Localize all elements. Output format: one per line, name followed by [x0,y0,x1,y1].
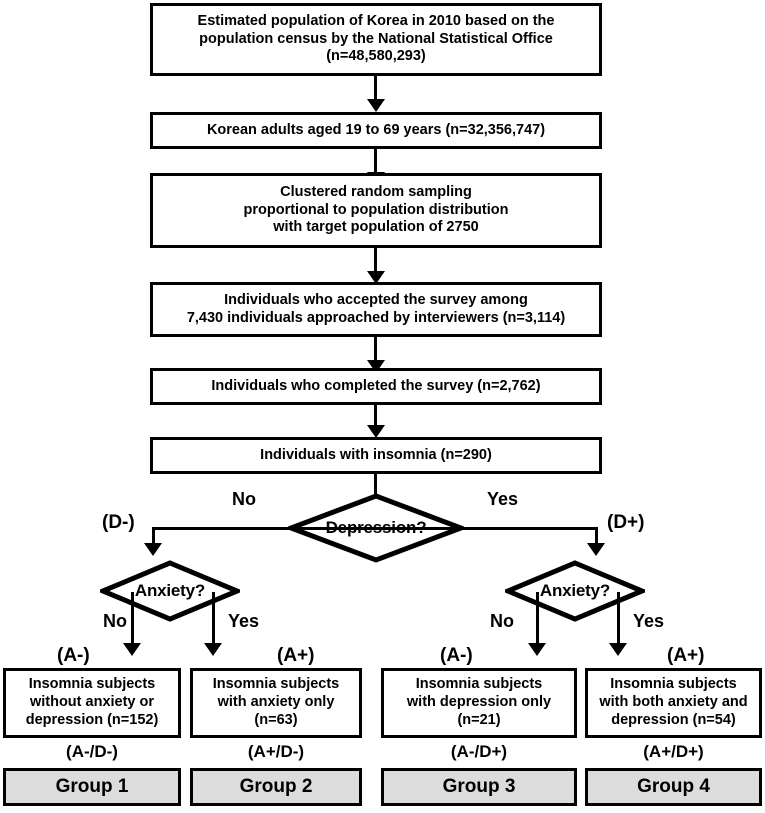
combo-label-group1: (A-/D-) [66,742,118,761]
branch-line-depression [152,527,598,530]
tag-label-anxiety-left-positive: (A+) [277,645,315,666]
connector-line-3 [374,248,377,273]
tag-label-anxiety-right-negative: (A-) [440,645,473,666]
group-box-3: Group 3 [381,768,577,806]
tag-label-anxiety-right-positive: (A+) [667,645,705,666]
branch-line-anxiety-left-yes [212,592,215,646]
flow-box-population: Estimated population of Korea in 2010 ba… [150,3,602,76]
branch-arrow-anxiety-left-yes [204,643,222,656]
decision-diamond-anxiety-right: Anxiety? [505,560,645,622]
decision-label-anxiety-right: Anxiety? [539,581,611,600]
connector-line-6 [374,474,377,496]
decision-label-anxiety-left: Anxiety? [134,581,206,600]
flow-box-sampling: Clustered random sampling proportional t… [150,173,602,248]
result-box-group4: Insomnia subjects with both anxiety and … [585,668,762,738]
branch-line-anxiety-left-no [131,592,134,646]
combo-label-group3: (A-/D+) [450,742,508,761]
edge-label-anxiety-right-yes: Yes [633,611,665,631]
edge-label-anxiety-left-yes: Yes [228,611,260,631]
decision-diamond-anxiety-left: Anxiety? [100,560,240,622]
branch-arrow-depression-yes [587,543,605,556]
tag-label-depression-negative: (D-) [102,512,135,533]
branch-arrow-anxiety-right-yes [609,643,627,656]
group-box-1: Group 1 [3,768,181,806]
combo-label-group2: (A+/D-) [247,742,305,761]
edge-label-depression-yes: Yes [487,489,519,509]
edge-label-depression-no: No [232,489,256,509]
connector-line-5 [374,405,377,428]
connector-arrow-3 [367,271,385,284]
group-box-2: Group 2 [190,768,362,806]
result-box-group1: Insomnia subjects without anxiety or dep… [3,668,181,738]
branch-arrow-anxiety-left-no [123,643,141,656]
tag-label-anxiety-left-negative: (A-) [57,645,90,666]
edge-label-anxiety-left-no: No [103,611,127,631]
connector-line-2 [374,149,377,174]
combo-label-group4: (A+/D+) [643,742,704,761]
branch-line-depression-no [152,527,155,545]
group-box-4: Group 4 [585,768,762,806]
connector-arrow-5 [367,425,385,438]
branch-arrow-anxiety-right-no [528,643,546,656]
branch-line-anxiety-right-yes [617,592,620,646]
tag-label-depression-positive: (D+) [607,512,645,533]
branch-arrow-depression-no [144,543,162,556]
connector-arrow-1 [367,99,385,112]
result-box-group3: Insomnia subjects with depression only (… [381,668,577,738]
branch-line-depression-yes [595,527,598,545]
edge-label-anxiety-right-no: No [490,611,514,631]
flow-box-insomnia: Individuals with insomnia (n=290) [150,437,602,474]
flow-box-adults: Korean adults aged 19 to 69 years (n=32,… [150,112,602,149]
branch-line-anxiety-right-no [536,592,539,646]
flow-box-completed: Individuals who completed the survey (n=… [150,368,602,405]
result-box-group2: Insomnia subjects with anxiety only (n=6… [190,668,362,738]
connector-line-4 [374,337,377,362]
flow-box-accepted: Individuals who accepted the survey amon… [150,282,602,337]
connector-line-1 [374,76,377,101]
